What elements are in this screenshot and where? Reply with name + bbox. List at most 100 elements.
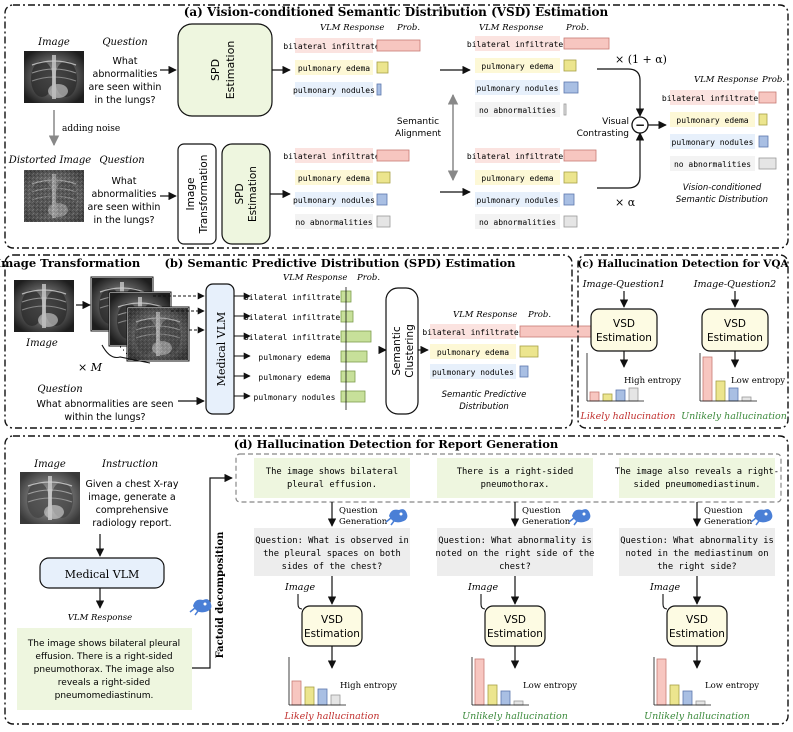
fact-text: pneumothorax. bbox=[481, 480, 550, 490]
vsd-caption: Vision-conditioned Semantic Distribution bbox=[676, 183, 768, 205]
hist-d2-bar bbox=[500, 690, 511, 706]
svg-text:Semantic Predictive: Semantic Predictive bbox=[442, 390, 527, 400]
entropy-label-d: Low entropy bbox=[705, 681, 759, 691]
question-generation-label: Generation bbox=[522, 517, 571, 527]
factor-top: × (1 + α) bbox=[615, 53, 667, 66]
hist-c1-bar bbox=[628, 387, 639, 402]
image-label-b: Image bbox=[25, 338, 58, 349]
pair-2-label: Image-Question2 bbox=[693, 279, 776, 290]
verdict-label-d: Likely hallucination bbox=[284, 711, 380, 722]
vlm-response-header-a1: VLM Response bbox=[320, 23, 384, 33]
b2-prob-bar bbox=[519, 345, 539, 358]
b-response-label: bilateral infiltrates bbox=[244, 333, 345, 342]
b-prob-bar bbox=[340, 310, 354, 323]
report-xray-image bbox=[19, 471, 81, 525]
svg-text:Semantic Distribution: Semantic Distribution bbox=[676, 195, 768, 205]
a4-label-bg bbox=[475, 214, 560, 229]
vsd-box-d bbox=[301, 605, 363, 647]
factoid-decomposition-label: Factoid decomposition bbox=[215, 531, 226, 659]
b2-prob-bar bbox=[519, 365, 529, 378]
question-generation-label: Question bbox=[339, 506, 378, 516]
section-c-title: (c) Hallucination Detection for VQA bbox=[577, 258, 789, 270]
medical-vlm-label-b: Medical VLM bbox=[215, 312, 228, 387]
svg-text:Transformation: Transformation bbox=[198, 155, 210, 235]
question-box bbox=[619, 528, 775, 576]
section-d-frame bbox=[4, 435, 789, 725]
llm-mascot-icon bbox=[189, 598, 213, 616]
medical-vlm-box-d bbox=[39, 557, 165, 589]
svg-text:are seen within: are seen within bbox=[89, 82, 162, 93]
a4-label-bg bbox=[475, 170, 560, 185]
b2-response-label: pulmonary edema bbox=[437, 348, 509, 357]
a5-prob-bar bbox=[758, 113, 768, 126]
a3-label-bg bbox=[475, 36, 560, 51]
fact-text: The image also reveals a right- bbox=[615, 467, 779, 477]
b-label-bg bbox=[252, 389, 337, 404]
a4-label-bg bbox=[475, 192, 560, 207]
section-a-title: (a) Vision-conditioned Semantic Distribu… bbox=[184, 5, 609, 19]
svg-text:comprehensive: comprehensive bbox=[96, 505, 169, 516]
question-text-2: What abnormalities are seen within in th… bbox=[88, 176, 161, 226]
llm-mascot-icon bbox=[385, 508, 409, 526]
a5-label-bg bbox=[670, 134, 755, 149]
image-transformation-title: Image Transformation bbox=[0, 256, 141, 270]
question-box bbox=[437, 528, 593, 576]
image-label: Image bbox=[37, 37, 70, 48]
a3-response-label: no abnormalities bbox=[479, 106, 556, 115]
a2-response-label: bilateral infiltrates bbox=[283, 152, 384, 161]
a5-label-bg bbox=[670, 90, 755, 105]
svg-text:SPD: SPD bbox=[234, 183, 246, 204]
question-text: noted in the mediastinum on bbox=[626, 549, 769, 559]
b2-response-label: pulmonary nodules bbox=[432, 368, 514, 377]
medical-vlm-box-b bbox=[205, 283, 235, 415]
question-generation-label: Generation bbox=[339, 517, 388, 527]
spd-caption: Semantic Predictive Distribution bbox=[442, 390, 527, 412]
svg-text:pneumothorax. The image also: pneumothorax. The image also bbox=[34, 665, 175, 675]
hist-c2-bar bbox=[702, 356, 713, 402]
question-text: sides of the chest? bbox=[282, 562, 383, 572]
a1-response-label: bilateral infiltrates bbox=[283, 42, 384, 51]
b-label-bg bbox=[252, 369, 337, 384]
distorted-image-label: Distorted Image bbox=[8, 155, 91, 166]
prob-header-a3: Prob. bbox=[761, 75, 785, 85]
svg-text:What abnormalities are seen: What abnormalities are seen bbox=[37, 399, 174, 410]
svg-text:radiology report.: radiology report. bbox=[92, 518, 171, 529]
a3-label-bg bbox=[475, 102, 560, 117]
a4-response-label: pulmonary edema bbox=[481, 174, 553, 183]
section-b-frame bbox=[4, 254, 573, 429]
b-response-label: pulmonary nodules bbox=[254, 393, 336, 402]
vsd-label-d: Estimation bbox=[669, 628, 725, 640]
hist-d2-bar bbox=[474, 658, 485, 706]
a4-prob-bar bbox=[563, 215, 578, 228]
svg-text:Vision-conditioned: Vision-conditioned bbox=[683, 183, 762, 193]
section-b-title: (b) Semantic Predictive Distribution (SP… bbox=[164, 256, 516, 270]
svg-text:in the lungs?: in the lungs? bbox=[95, 95, 156, 106]
question-text: noted on the right side of the bbox=[436, 549, 595, 559]
a3-response-label: pulmonary edema bbox=[481, 62, 553, 71]
a2-prob-bar bbox=[376, 215, 391, 228]
instruction-label: Instruction bbox=[101, 459, 158, 470]
a5-label-bg bbox=[670, 156, 755, 171]
b-label-bg bbox=[252, 289, 337, 304]
vsd-box-c2 bbox=[701, 308, 769, 352]
hist-d3-bar bbox=[695, 700, 706, 706]
vsd-label-d: VSD bbox=[686, 614, 708, 626]
section-c-frame bbox=[577, 254, 789, 429]
question-text: chest? bbox=[499, 562, 531, 572]
vlm-response-header-b: VLM Response bbox=[283, 273, 347, 283]
fact-text: pleural effusion. bbox=[287, 480, 377, 490]
question-label-b: Question bbox=[37, 384, 82, 395]
a5-response-label: pulmonary nodules bbox=[672, 138, 754, 147]
svg-text:in the lungs?: in the lungs? bbox=[94, 215, 155, 226]
hist-c2-bar bbox=[741, 396, 752, 402]
svg-text:effusion. There is a right-sid: effusion. There is a right-sided bbox=[35, 652, 172, 662]
b-prob-bar bbox=[340, 350, 368, 363]
hist-d2-bar bbox=[513, 700, 524, 706]
fact-text: There is a right-sided bbox=[457, 467, 574, 477]
a4-prob-bar bbox=[563, 149, 597, 162]
a2-label-bg bbox=[295, 170, 373, 185]
a1-label-bg bbox=[295, 38, 373, 53]
b-label-bg bbox=[252, 349, 337, 364]
